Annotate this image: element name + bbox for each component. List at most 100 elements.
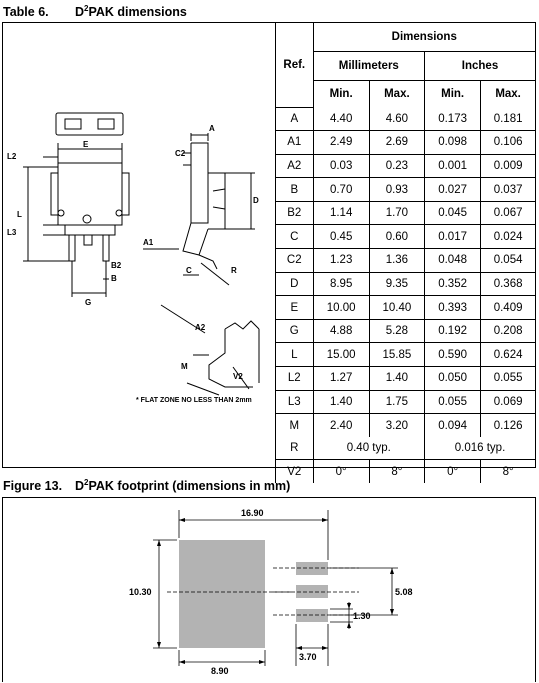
value-cell: 3.20 [368,413,426,437]
label-e: E [83,140,89,149]
value-cell: 5.28 [368,318,426,344]
ref-cell: C2 [275,248,314,273]
value-cell: 15.00 [312,342,370,368]
footprint-pin-2 [296,585,328,598]
value-cell: 0.098 [424,130,482,155]
value-cell: 0.409 [480,295,535,320]
ref-cell: B2 [275,200,314,226]
ref-cell: C [275,224,314,250]
label-r: R [231,266,237,275]
value-cell: 1.14 [312,200,370,226]
value-cell: 0.181 [480,107,535,132]
value-cell: 0.352 [424,271,482,297]
ref-cell: L3 [275,389,314,415]
label-g: G [85,298,91,307]
value-cell: 0.126 [480,413,535,437]
ref-cell: L [275,342,314,368]
value-cell: 0.055 [424,389,482,415]
value-cell: 0.067 [480,200,535,226]
dimensions-table-frame: E L2 L L3 B2 B G A C2 D A1 C R A2 M V2 *… [2,22,536,483]
value-cell: 0.93 [368,177,426,202]
in-max-header: Max. [480,80,535,107]
value-cell: 2.40 [312,413,370,437]
value-cell: 1.40 [368,366,426,391]
value-cell: 1.23 [312,248,370,273]
label-m: M [181,362,188,371]
figure-number: Figure 13. [3,479,63,494]
value-cell: 0.017 [424,224,482,250]
ref-cell: A [275,107,314,132]
ref-cell: E [275,295,314,320]
dimensions-table: Ref. Dimensions Millimeters Inches Min. … [275,23,535,483]
label-l: L [17,210,22,219]
table-number: Table 6. [3,5,49,20]
ref-header: Ref. [275,23,314,108]
ref-cell: A2 [275,153,314,179]
value-cell: 8.95 [312,271,370,297]
value-cell: 0.45 [312,224,370,250]
value-cell: 0.368 [480,271,535,297]
mm-min-header: Min. [312,80,370,107]
value-cell: 0.106 [480,130,535,155]
value-cell: 15.85 [368,342,426,368]
value-cell: 0.23 [368,153,426,179]
value-cell: 0.009 [480,153,535,179]
value-cell: 10.00 [312,295,370,320]
label-a2: A2 [195,323,206,332]
label-l2: L2 [7,152,17,161]
ref-cell: G [275,318,314,344]
value-cell: 4.88 [312,318,370,344]
label-b: B [111,274,117,283]
value-cell: 2.69 [368,130,426,155]
ref-cell: A1 [275,130,314,155]
value-cell: 0.094 [424,413,482,437]
value-cell: 1.75 [368,389,426,415]
dimensions-header: Dimensions [312,23,535,52]
value-cell: 2.49 [312,130,370,155]
label-a1: A1 [143,238,154,247]
label-b2: B2 [111,261,122,270]
value-cell: 9.35 [368,271,426,297]
value-cell: 0.069 [480,389,535,415]
value-cell: 0.054 [480,248,535,273]
label-c: C [186,266,192,275]
table-caption: Table 6.D2PAK dimensions [3,4,187,20]
value-cell: 0.393 [424,295,482,320]
value-cell: 4.60 [368,107,426,132]
footprint-pad [179,540,265,648]
value-cell: 1.36 [368,248,426,273]
value-cell: 1.70 [368,200,426,226]
footprint-pin-1 [296,562,328,575]
ref-cell: M [275,413,314,437]
mm-max-header: Max. [368,80,426,107]
value-cell: 0.055 [480,366,535,391]
value-cell: 0.60 [368,224,426,250]
dim-left-label: 10.30 [129,587,152,597]
table-row-r: R 0.40 typ. 0.016 typ. [275,436,535,461]
label-d: D [253,196,259,205]
dim-pin-length-label: 3.70 [299,652,317,662]
value-cell: 0.192 [424,318,482,344]
footprint-frame: 16.90 10.30 8.90 3.70 5.08 1.30 [2,497,536,682]
in-min-header: Min. [424,80,482,107]
footprint-drawing: 16.90 10.30 8.90 3.70 5.08 1.30 [129,508,413,676]
value-cell: 1.40 [312,389,370,415]
ref-cell: B [275,177,314,202]
value-cell: 0.70 [312,177,370,202]
dim-pin-width-label: 1.30 [353,611,371,621]
ref-cell: L2 [275,366,314,391]
value-cell: 0.03 [312,153,370,179]
label-a: A [209,124,215,133]
value-cell: 0.001 [424,153,482,179]
value-cell: 0.050 [424,366,482,391]
dim-top-label: 16.90 [241,508,264,518]
